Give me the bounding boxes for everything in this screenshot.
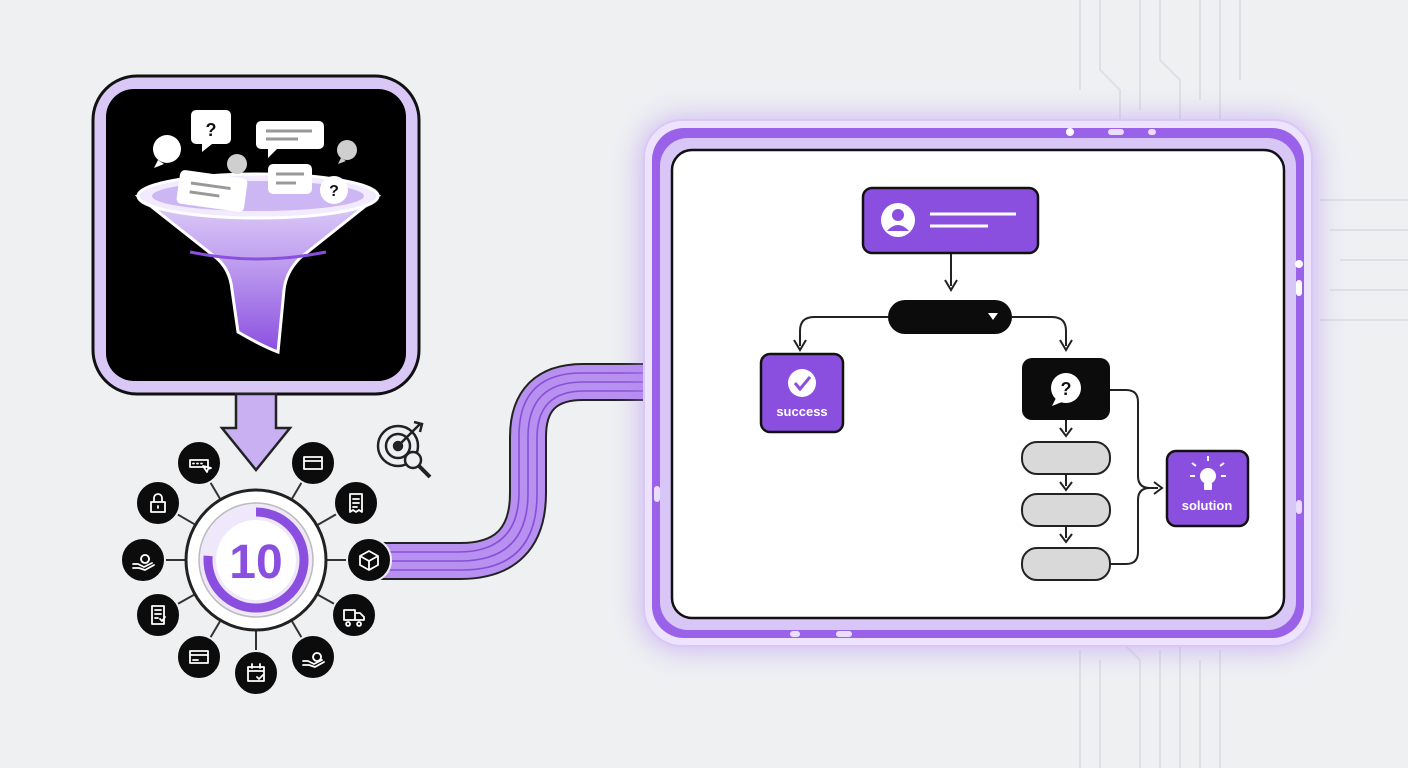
spoke-line	[176, 593, 196, 606]
user-avatar-icon	[881, 203, 915, 237]
credit-card-icon	[290, 440, 336, 486]
funnel-card: ? ?	[91, 74, 421, 396]
question-bubble-icon: ?	[320, 176, 348, 204]
calendar-check-icon	[233, 650, 279, 696]
caret-down-icon	[988, 313, 998, 320]
flow-connectors	[793, 252, 1164, 565]
chat-bubble-icon	[256, 121, 324, 158]
solution-label: solution	[1182, 498, 1233, 513]
flow-question-node: ?	[1022, 358, 1110, 420]
lightbulb-icon	[1190, 456, 1226, 490]
invoice-icon	[135, 592, 181, 638]
spoke-line	[176, 513, 196, 526]
payment-card-icon	[176, 634, 222, 680]
spoke-line	[209, 481, 222, 501]
chat-bubble-icon	[337, 140, 357, 164]
circuit-decoration-top	[1079, 0, 1408, 768]
funnel-down-arrow	[219, 392, 293, 472]
svg-text:?: ?	[329, 183, 339, 200]
circuit-connector	[380, 363, 652, 580]
hub-count: 10	[229, 536, 282, 589]
flow-step-node	[1021, 441, 1111, 475]
flow-start-node	[861, 186, 1040, 255]
target-search-icon	[376, 420, 432, 479]
spoke-line	[316, 593, 336, 606]
delivery-truck-icon	[331, 592, 377, 638]
chat-bubble-icon	[153, 135, 181, 168]
flow-step-node	[1021, 493, 1111, 527]
flow-dropdown-node[interactable]	[888, 300, 1012, 334]
question-bubble-icon: ?	[191, 110, 231, 152]
hand-money-icon	[120, 537, 166, 583]
padlock-icon	[135, 480, 181, 526]
chat-bubble-icon	[176, 170, 248, 212]
question-bubble-icon: ?	[1051, 373, 1081, 406]
password-cursor-icon	[176, 440, 222, 486]
success-label: success	[776, 404, 827, 419]
chat-bubble-icon	[227, 154, 247, 174]
hand-coin-icon	[290, 634, 336, 680]
hub-network: 10	[120, 440, 392, 696]
receipt-icon	[333, 480, 379, 526]
spoke-line	[316, 513, 338, 527]
flow-step-node	[1021, 547, 1111, 581]
svg-text:?: ?	[1061, 379, 1072, 399]
check-circle-icon	[788, 369, 816, 397]
spoke-line	[209, 619, 222, 639]
spoke-line	[290, 619, 303, 639]
package-icon	[346, 537, 392, 583]
flow-solution-node: solution	[1165, 449, 1250, 528]
svg-text:?: ?	[206, 120, 217, 140]
flow-step-nodes	[1021, 441, 1111, 581]
chat-bubble-icon	[268, 164, 312, 194]
spoke-line	[290, 481, 303, 501]
flow-success-node: success	[759, 352, 845, 434]
